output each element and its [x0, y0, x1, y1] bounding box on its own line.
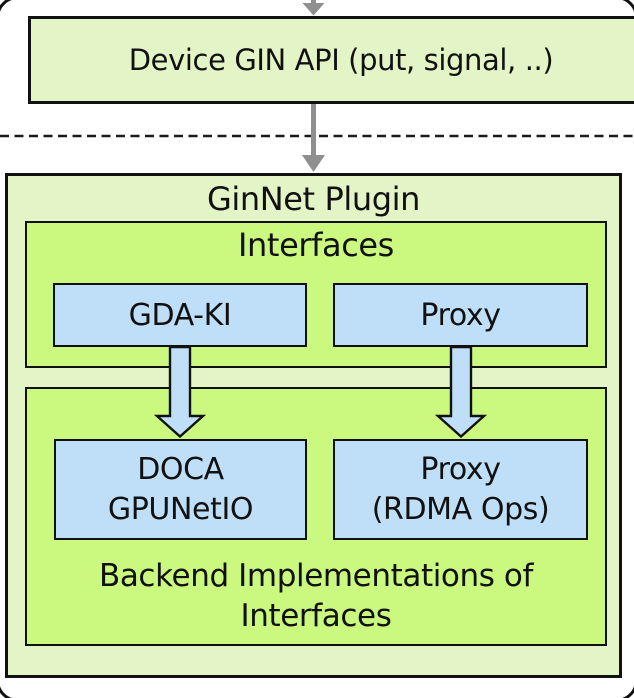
proxy-rdma-ops-label: Proxy (RDMA Ops) — [372, 450, 550, 530]
backend-title-line2: Interfaces — [240, 598, 392, 634]
backend-box: Backend Implementations of Interfaces — [25, 387, 607, 646]
device-gin-api-box: Device GIN API (put, signal, ..) — [28, 16, 634, 104]
doca-gpunetio-box: DOCA GPUNetIO — [54, 439, 307, 540]
proxy-box: Proxy — [333, 283, 588, 347]
gda-ki-box: GDA-KI — [53, 283, 307, 347]
doca-gpunetio-label: DOCA GPUNetIO — [107, 450, 254, 530]
device-gin-api-label: Device GIN API (put, signal, ..) — [128, 43, 554, 77]
proxy-rdma-line2: (RDMA Ops) — [371, 491, 550, 527]
backend-title: Backend Implementations of Interfaces — [99, 556, 533, 636]
gda-ki-label: GDA-KI — [128, 297, 232, 333]
top-arrow-down-icon — [302, 0, 325, 16]
proxy-rdma-line1: Proxy — [420, 451, 501, 487]
ginnet-plugin-title: GinNet Plugin — [206, 180, 421, 218]
doca-line1: DOCA — [137, 451, 224, 487]
proxy-rdma-ops-box: Proxy (RDMA Ops) — [333, 439, 588, 540]
backend-title-line1: Backend Implementations of — [98, 558, 534, 594]
mid-arrow-down-icon — [302, 104, 325, 172]
doca-line2: GPUNetIO — [107, 491, 254, 527]
proxy-label: Proxy — [420, 297, 501, 333]
interfaces-title: Interfaces — [238, 226, 394, 264]
